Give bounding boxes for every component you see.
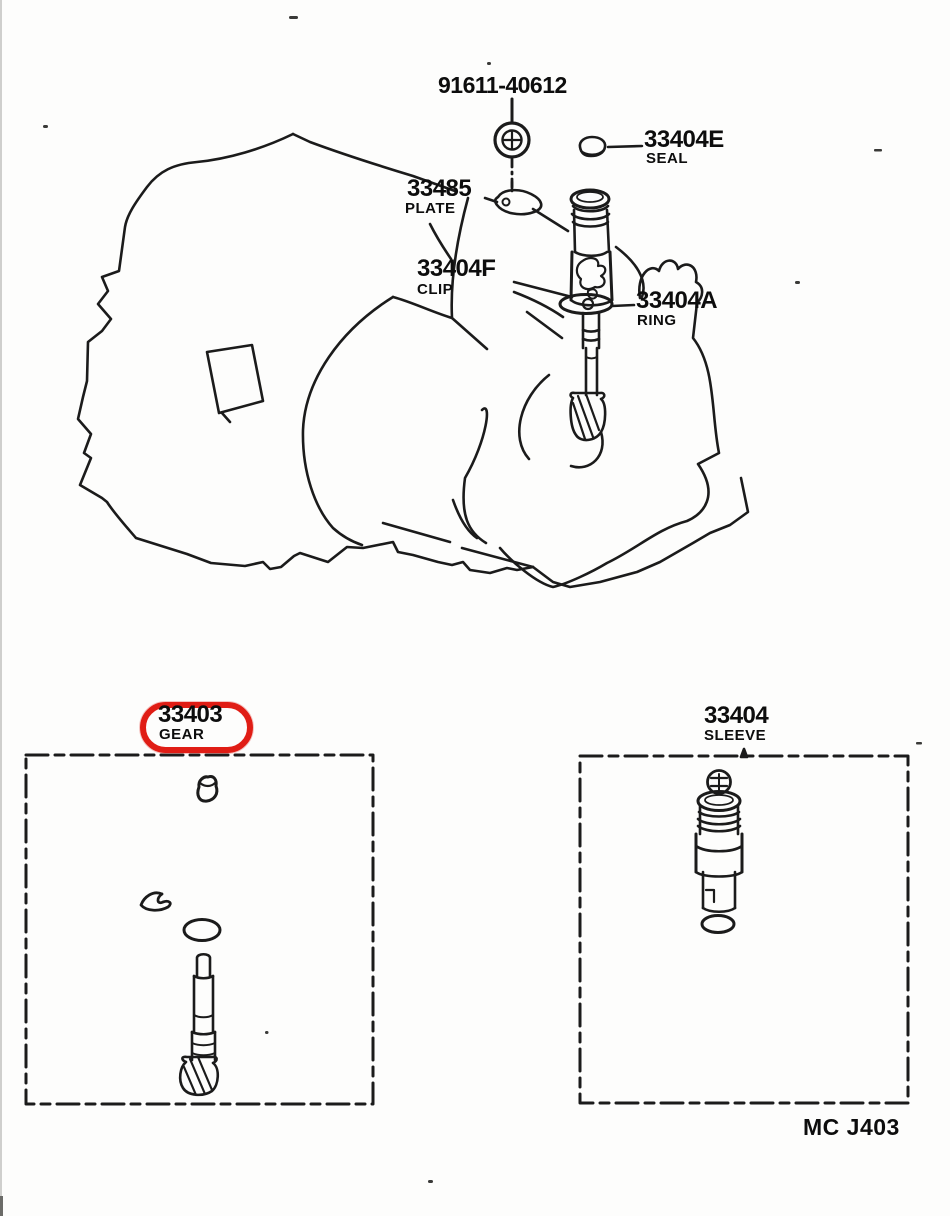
label-ring-name: RING xyxy=(637,312,677,329)
figure-code: MC J403 xyxy=(803,1114,900,1140)
sleeve-kit-box xyxy=(578,747,910,1105)
scan-edge-artifact xyxy=(0,0,2,1216)
gear-kit-parts xyxy=(139,775,222,1097)
transmission-case-outline xyxy=(76,132,750,589)
label-seal-number: 33404E xyxy=(644,126,724,153)
speedometer-shaft-icon xyxy=(569,311,607,442)
gear-kit-oring-icon xyxy=(182,918,222,942)
sleeve-kit-parts xyxy=(694,769,744,934)
gear-kit-box xyxy=(24,753,375,1106)
sleeve-pointer-tick xyxy=(739,747,749,759)
gear-kit-seal-icon xyxy=(196,775,219,803)
plate-to-sleeve-leader xyxy=(531,207,570,233)
plate-label-leader xyxy=(428,222,453,261)
seal-icon xyxy=(578,135,644,158)
label-bolt-number: 91611-40612 xyxy=(438,72,567,98)
label-clip-name: CLIP xyxy=(417,281,454,298)
sleeve-kit-oring-icon xyxy=(700,914,736,934)
scan-corner-artifact xyxy=(0,1196,3,1216)
bolt-icon xyxy=(493,97,531,190)
scan-noise-specks xyxy=(43,16,922,1183)
sleeve-kit-bolt-icon xyxy=(706,769,732,795)
sleeve-assembly-icon xyxy=(569,188,614,307)
label-plate-number: 33485 xyxy=(407,175,472,202)
label-seal-name: SEAL xyxy=(646,150,689,167)
label-clip-number: 33404F xyxy=(417,255,496,282)
highlight-oval xyxy=(140,702,253,753)
plate-leader-line xyxy=(483,196,499,204)
label-plate-name: PLATE xyxy=(405,200,456,217)
gear-kit-clip-icon xyxy=(139,891,172,912)
label-gear-name: GEAR xyxy=(159,726,205,743)
label-ring-number: 33404A xyxy=(636,287,718,314)
seal-leader-line xyxy=(606,144,644,149)
label-sleeve-number: 33404 xyxy=(704,702,769,729)
plate-icon xyxy=(428,180,570,261)
clip-leader-lines xyxy=(512,280,574,319)
driven-gear-icon xyxy=(178,952,220,1097)
sleeve-part-icon xyxy=(694,790,744,914)
ring-icon xyxy=(558,293,636,315)
ring-leader-line xyxy=(610,303,636,308)
label-sleeve-name: SLEEVE xyxy=(704,727,767,744)
label-gear-number: 33403 xyxy=(158,701,223,728)
